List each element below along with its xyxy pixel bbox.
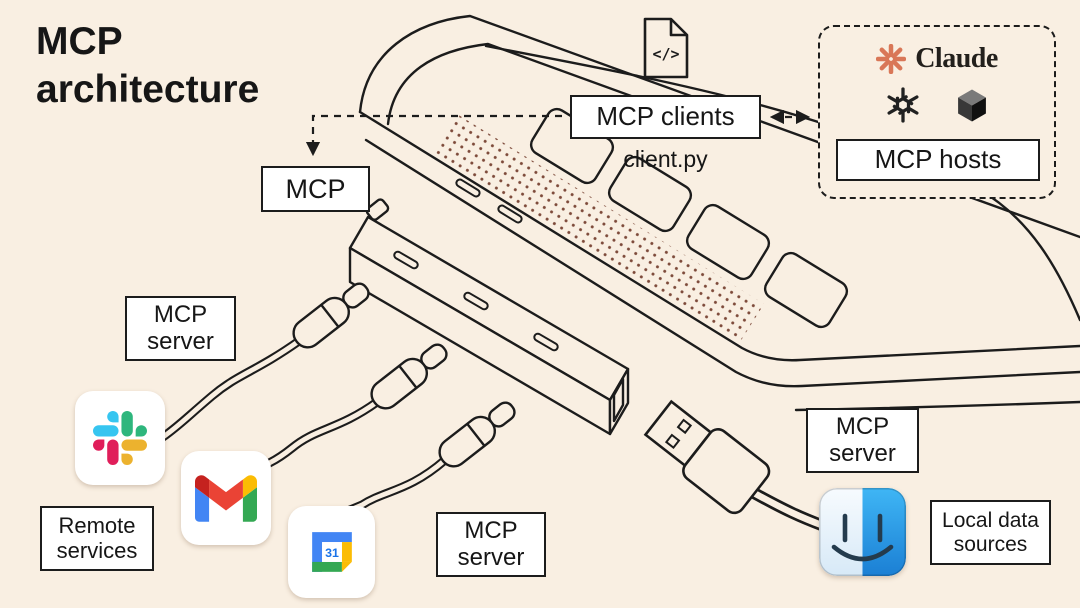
openai-logo-icon <box>887 87 919 123</box>
slack-icon <box>75 391 165 485</box>
mcp-hosts-label: MCP hosts <box>874 144 1002 175</box>
page-title: MCP architecture <box>36 18 259 113</box>
claude-wordmark: Claude <box>915 43 998 74</box>
title-line-2: architecture <box>36 67 260 111</box>
laptop-side-ports <box>455 178 523 224</box>
mcp-label: MCP <box>285 173 346 204</box>
mcp-server-2-line-2: server <box>457 543 525 571</box>
mcp-server-box-1: MCP server <box>125 296 236 361</box>
mcp-server-3-line-1: MCP <box>835 412 890 440</box>
mcp-clients-box: MCP clients <box>570 95 761 139</box>
code-file-icon: </> <box>643 17 689 79</box>
host-logos-row <box>820 85 1054 125</box>
title-line-1: MCP <box>36 20 123 63</box>
remote-services-line-2: services <box>56 537 138 563</box>
usb-c-plug-1 <box>292 282 370 349</box>
cable-to-slack <box>158 336 304 442</box>
claude-logo: Claude <box>820 43 1054 75</box>
arrow-clients-to-mcp <box>305 114 562 157</box>
mcp-hosts-box: MCP hosts <box>836 139 1040 181</box>
mcp-server-2-line-1: MCP <box>464 516 518 544</box>
speaker-grille-dots <box>433 114 764 342</box>
remote-services-box: Remote services <box>40 506 154 571</box>
mcp-server-1-line-2: server <box>147 327 214 355</box>
mcp-clients-label: MCP clients <box>596 101 735 132</box>
gmail-icon <box>181 451 271 545</box>
mcp-server-1-line-1: MCP <box>153 300 208 328</box>
cable-to-calendar <box>340 455 450 517</box>
local-data-line-1: Local data <box>942 508 1039 532</box>
keyboard-keys <box>529 107 849 329</box>
mcp-box: MCP <box>261 166 370 212</box>
usb-a-port <box>612 377 625 423</box>
calendar-glyph: 31 <box>311 532 352 572</box>
usb-cables <box>158 336 830 532</box>
mcp-server-box-3: MCP server <box>806 408 919 473</box>
cursor-logo-icon <box>958 89 986 121</box>
cable-to-gmail <box>257 397 382 473</box>
calendar-day: 31 <box>325 546 339 560</box>
google-calendar-icon: 31 <box>288 506 375 598</box>
code-glyph: </> <box>652 45 679 63</box>
cable-to-finder <box>748 487 830 532</box>
mcp-server-3-line-2: server <box>829 439 896 467</box>
mcp-hosts-panel: Claude MCP hosts <box>818 25 1056 199</box>
remote-services-line-1: Remote <box>58 512 136 538</box>
finder-glyph <box>819 488 906 576</box>
finder-icon <box>819 488 906 576</box>
mcp-server-box-2: MCP server <box>436 512 546 577</box>
usb-a-plug <box>643 399 771 515</box>
gmail-logo-glyph <box>195 474 257 522</box>
local-data-line-2: sources <box>953 532 1028 556</box>
usb-c-plug-2 <box>370 343 448 410</box>
usb-hub <box>348 198 630 436</box>
client-py-caption: client.py <box>623 146 708 172</box>
slack-logo-glyph <box>93 411 147 465</box>
dashed-arrows <box>305 109 811 157</box>
claude-mark-icon <box>876 44 907 74</box>
usb-c-plug-3 <box>438 401 516 468</box>
local-data-sources-box: Local data sources <box>930 500 1051 565</box>
